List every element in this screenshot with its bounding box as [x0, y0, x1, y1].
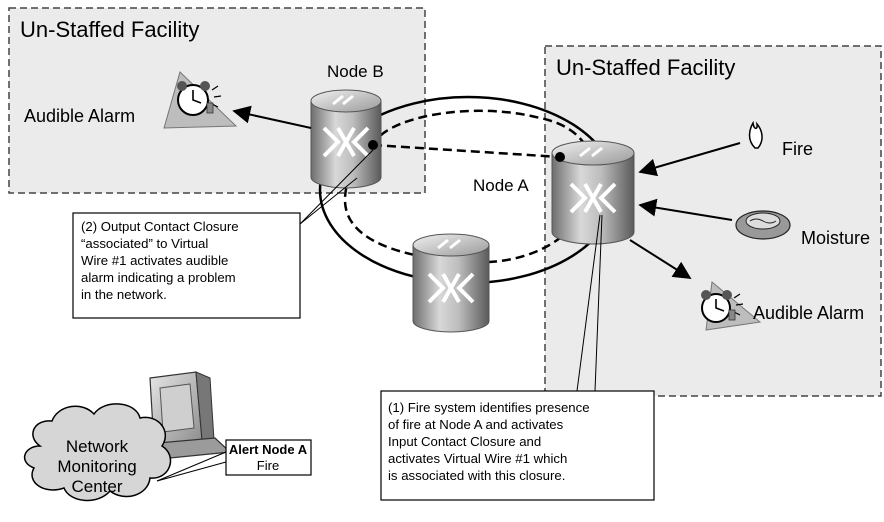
callout-output-line-2: “associated” to Virtual	[81, 236, 208, 251]
alarm-right[interactable]: Audible Alarm	[701, 281, 864, 331]
callout-input-line-4: activates Virtual Wire #1 which	[388, 451, 567, 466]
cloud-line-3: Center	[71, 477, 122, 496]
alert-title: Alert Node A	[229, 442, 308, 457]
flame-icon	[748, 120, 763, 149]
callout-input-line-1: (1) Fire system identifies presence	[388, 400, 590, 415]
virtual-wire-link	[372, 143, 561, 159]
callout-output-line-3: Wire #1 activates audible	[81, 253, 228, 268]
alert-box: Alert Node A Fire	[225, 439, 312, 476]
middle-switch-icon	[412, 233, 490, 333]
moisture-label: Moisture	[801, 228, 870, 248]
callout-input-line-3: Input Contact Closure and	[388, 434, 541, 449]
node-a-label: Node A	[473, 176, 529, 195]
node-b-contact-point	[368, 140, 378, 150]
facility-right-box: Un-Staffed Facility	[544, 45, 882, 397]
callout-output-closure: (2) Output Contact Closure “associated” …	[72, 149, 374, 319]
fire-label: Fire	[782, 139, 813, 159]
cloud-line-2: Monitoring	[57, 457, 136, 476]
callout-input-line-2: of fire at Node A and activates	[388, 417, 564, 432]
alarm-right-label: Audible Alarm	[753, 303, 864, 323]
fire-sensor[interactable]: Fire	[748, 120, 814, 159]
virtual-wire-1	[343, 109, 595, 264]
middle-switch[interactable]	[412, 233, 490, 333]
monitoring-center[interactable]: Network Monitoring Center Alert Node A F…	[23, 371, 312, 502]
node-a[interactable]: Node A	[473, 140, 635, 245]
callout-output-line-1: (2) Output Contact Closure	[81, 219, 239, 234]
alert-detail: Fire	[257, 458, 279, 473]
cloud-shape	[23, 403, 172, 502]
alarm-clock-icon	[701, 281, 762, 331]
alarm-left[interactable]: Audible Alarm	[24, 71, 238, 129]
arrow-from-fire	[638, 142, 741, 177]
arrow-from-moisture	[638, 198, 733, 221]
facility-right-title: Un-Staffed Facility	[556, 55, 735, 80]
callout-input-line-5: is associated with this closure.	[388, 468, 565, 483]
node-a-switch-icon	[551, 140, 635, 245]
moisture-sensor[interactable]: Moisture	[735, 210, 870, 248]
node-a-contact-point	[555, 152, 565, 162]
node-b-label: Node B	[327, 62, 384, 81]
cloud-line-1: Network	[66, 437, 129, 456]
moisture-sensor-icon	[735, 210, 791, 240]
alarm-clock-icon	[163, 71, 238, 129]
node-b-switch-icon	[310, 89, 382, 189]
arrow-to-left-alarm	[232, 105, 312, 129]
facility-left-title: Un-Staffed Facility	[20, 17, 199, 42]
node-b[interactable]: Node B	[310, 62, 384, 189]
alarm-left-label: Audible Alarm	[24, 106, 135, 126]
callout-output-line-5: in the network.	[81, 287, 167, 302]
arrow-to-right-alarm	[629, 239, 692, 279]
callout-output-line-4: alarm indicating a problem	[81, 270, 236, 285]
callout-input-closure: (1) Fire system identifies presence of f…	[380, 214, 655, 501]
